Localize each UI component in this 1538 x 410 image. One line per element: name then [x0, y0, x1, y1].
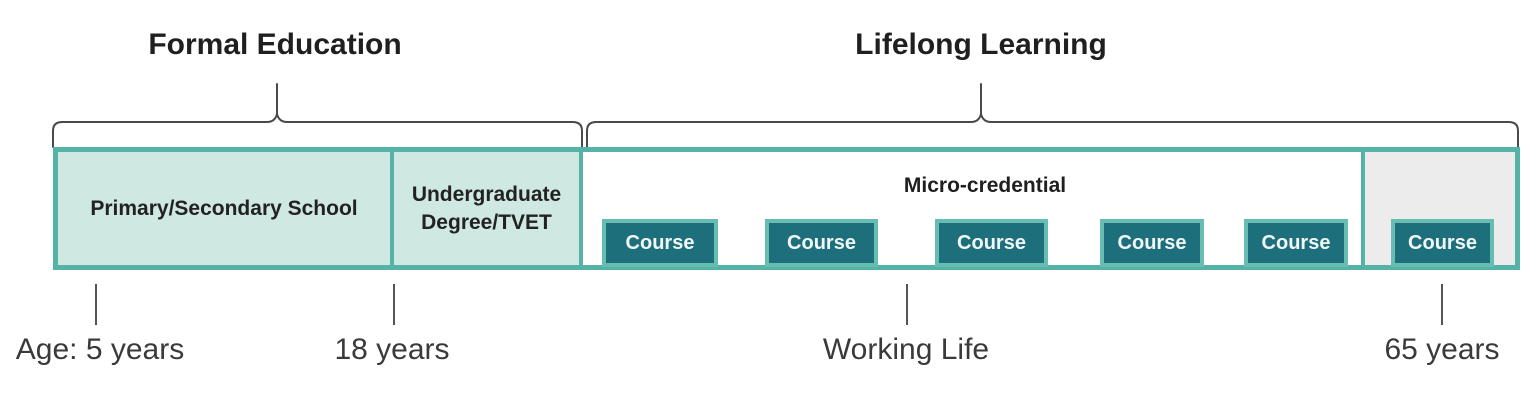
formal-education-brace — [52, 113, 583, 148]
primary-secondary-school-label: Primary/Secondary School — [90, 196, 358, 220]
age-5-years-label: Age: 5 years — [15, 333, 185, 366]
course-box: Course — [1391, 219, 1494, 267]
micro-credential-label: Micro-credential — [903, 174, 1067, 197]
working-life-label: Working Life — [822, 333, 990, 366]
formal-education-title: Formal Education — [148, 28, 402, 61]
lifelong-learning-brace — [586, 113, 1519, 148]
primary-secondary-school-section: Primary/Secondary School — [58, 152, 394, 265]
age-18-years-label: 18 years — [334, 333, 450, 366]
course-box: Course — [1100, 219, 1204, 267]
course-box: Course — [935, 219, 1048, 267]
undergraduate-degree-section: Undergraduate Degree/TVET — [394, 152, 583, 265]
age-65-years-label: 65 years — [1384, 333, 1500, 366]
course-box: Course — [1244, 219, 1348, 267]
undergraduate-degree-label: Undergraduate Degree/TVET — [411, 183, 562, 234]
lifelong-learning-title: Lifelong Learning — [855, 28, 1107, 61]
course-box: Course — [602, 219, 718, 267]
course-box: Course — [765, 219, 878, 267]
